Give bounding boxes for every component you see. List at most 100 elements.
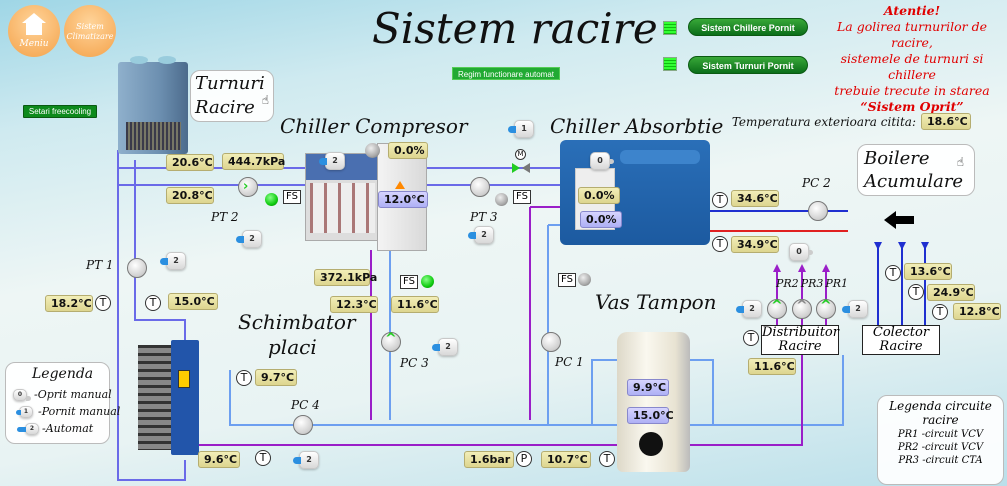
distributor-label-2: Racire bbox=[778, 339, 822, 354]
chiller-comp-mode[interactable]: 2 bbox=[319, 152, 345, 170]
chiller-abs-load-2: 0.0% bbox=[580, 211, 622, 228]
warning-line3: trebuie trecute in starea bbox=[834, 83, 990, 98]
pipe-chilled-loop bbox=[229, 355, 844, 426]
hand-pointer-icon: ☝ bbox=[261, 93, 269, 107]
legend-mode-2: 2 bbox=[17, 423, 39, 435]
pt1-temp-right: 15.0°C bbox=[168, 293, 218, 310]
towers-status-button[interactable]: Sistem Turnuri Pornit bbox=[688, 56, 808, 74]
mode-automat-button[interactable]: Regim functionare automat bbox=[452, 67, 560, 80]
pump-pr3[interactable]: ^ bbox=[792, 298, 812, 319]
climatizare-button[interactable]: Sistem Climatizare bbox=[64, 5, 116, 57]
pr-labels-row: PR2 PR3 PR1 bbox=[776, 277, 848, 290]
pt3-label: PT 3 bbox=[470, 210, 498, 224]
pipe-buffer-in bbox=[591, 359, 620, 425]
pump-pr2[interactable]: ^ bbox=[767, 298, 787, 319]
flow-switch-abs: FS bbox=[513, 190, 531, 204]
pt2-mode[interactable]: 2 bbox=[236, 230, 262, 248]
warning-box: Atentie! La golirea turnurilor de racire… bbox=[818, 3, 1006, 115]
pr-top-mode[interactable]: 0 bbox=[789, 243, 813, 261]
pump-pc4[interactable] bbox=[293, 415, 313, 435]
pc4-mode[interactable]: 2 bbox=[293, 451, 319, 469]
comp-in-temp: 11.6°C bbox=[391, 296, 439, 313]
pr2-label: PR2 bbox=[776, 277, 799, 290]
circuit-legend: Legenda circuite racire PR1 -circuit VCV… bbox=[877, 395, 1004, 485]
freecooling-settings-button[interactable]: Setari freecooling bbox=[23, 105, 97, 118]
pc4-label: PC 4 bbox=[291, 398, 320, 412]
legend-label-1: -Pornit manual bbox=[38, 405, 121, 418]
pipe-abs-purple bbox=[529, 206, 560, 420]
climatizare-label: Sistem Climatizare bbox=[66, 22, 114, 41]
legend-mode-0: 0 bbox=[13, 389, 31, 401]
boilers-link[interactable]: Boilere Acumulare ☝ bbox=[857, 144, 975, 196]
pump-pc3[interactable]: ^ bbox=[381, 331, 401, 352]
warning-line2: sistemele de turnuri si chillere bbox=[840, 51, 984, 82]
circuit-legend-title-2: racire bbox=[922, 413, 959, 427]
collector-temp-3: 12.8°C bbox=[953, 303, 1001, 320]
pump-pc2[interactable] bbox=[808, 201, 828, 221]
buffer-bottom-temp: 15.0°C bbox=[627, 407, 674, 424]
menu-button[interactable]: Meniu bbox=[8, 5, 60, 57]
flow-switch-led-pc1 bbox=[578, 273, 591, 286]
pump-pt3[interactable] bbox=[470, 177, 490, 197]
pr-left-mode[interactable]: 2 bbox=[736, 300, 762, 318]
collector-temp-2: 24.9°C bbox=[927, 284, 975, 301]
valve-motor: M bbox=[515, 149, 526, 160]
pt2-label: PT 2 bbox=[211, 210, 239, 224]
temp-sensor-pt1-left: T bbox=[95, 295, 111, 311]
flow-switch-towers: FS bbox=[283, 190, 301, 204]
buffer-label: Vas Tampon bbox=[595, 290, 717, 314]
pump-pr1[interactable]: ^ bbox=[816, 298, 836, 319]
temp-sensor-exchanger-out: T bbox=[255, 450, 271, 466]
circuit-legend-item-3: PR3 -circuit CTA bbox=[898, 455, 983, 466]
collector-label-1: Colector bbox=[872, 325, 930, 340]
cooling-tower-image[interactable] bbox=[118, 56, 188, 154]
pr3-label: PR3 bbox=[800, 277, 824, 290]
mode-legend: Legenda 0 -Oprit manual 1 -Pornit manual… bbox=[5, 362, 120, 444]
temp-sensor-collector-1: T bbox=[885, 265, 901, 281]
chiller-abs-load-1: 0.0% bbox=[578, 187, 620, 204]
temp-sensor-exchanger: T bbox=[236, 370, 252, 386]
plate-exchanger-image[interactable] bbox=[138, 340, 200, 455]
pr-right-mode[interactable]: 2 bbox=[842, 300, 868, 318]
temp-sensor-pt1-right: T bbox=[145, 295, 161, 311]
tower-return-temp: 20.8°C bbox=[166, 187, 214, 204]
pump-pc1[interactable] bbox=[541, 332, 561, 352]
pt3-mode[interactable]: 2 bbox=[468, 226, 494, 244]
return-temp: 10.7°C bbox=[541, 451, 591, 468]
distributor-box[interactable]: Distribuitor Racire bbox=[761, 325, 839, 355]
temp-sensor-distributor: T bbox=[743, 330, 759, 346]
pump-pt2[interactable]: › bbox=[238, 177, 258, 197]
collector-box[interactable]: Colector Racire bbox=[862, 325, 940, 355]
chiller-comp-load: 0.0% bbox=[388, 142, 428, 159]
towers-status-led bbox=[663, 57, 677, 71]
towers-link[interactable]: Turnuri Racire ☝ bbox=[190, 70, 274, 122]
warning-line4: “Sistem Oprit” bbox=[860, 99, 964, 114]
temp-sensor-return: T bbox=[599, 451, 615, 467]
flow-switch-pc1: FS bbox=[558, 273, 576, 287]
outside-temp-label: Temperatura exterioara citita: bbox=[731, 114, 916, 129]
arrow-up-pr2 bbox=[773, 264, 781, 272]
chiller-comp-state-indicator bbox=[365, 143, 380, 158]
legend-title: Legenda bbox=[32, 366, 94, 382]
pipe-pt1 bbox=[134, 160, 186, 350]
arrow-up-pr1 bbox=[822, 264, 830, 272]
chillers-status-button[interactable]: Sistem Chillere Pornit bbox=[688, 18, 808, 36]
pump-pt1[interactable] bbox=[127, 258, 147, 278]
three-way-valve-icon[interactable] bbox=[512, 160, 530, 176]
exchanger-temp: 9.7°C bbox=[255, 369, 297, 386]
valve-mode[interactable]: 1 bbox=[508, 120, 534, 138]
pt1-mode[interactable]: 2 bbox=[160, 252, 186, 270]
exchanger-label-2: placi bbox=[268, 335, 317, 359]
flow-direction-arrow bbox=[884, 211, 914, 229]
pr1-label: PR1 bbox=[825, 277, 849, 290]
chiller-abs-mode[interactable]: 0 bbox=[590, 152, 614, 170]
buffer-tank-image[interactable] bbox=[617, 332, 690, 472]
page-title: Sistem racire bbox=[372, 4, 658, 53]
chiller-absorbtie-label: Chiller Absorbtie bbox=[550, 114, 724, 138]
collector-label-2: Racire bbox=[879, 339, 923, 354]
menu-label: Meniu bbox=[19, 39, 49, 49]
pc3-mode[interactable]: 2 bbox=[432, 338, 458, 356]
warning-title: Atentie! bbox=[883, 3, 941, 18]
towers-label-2: Racire bbox=[195, 97, 255, 118]
